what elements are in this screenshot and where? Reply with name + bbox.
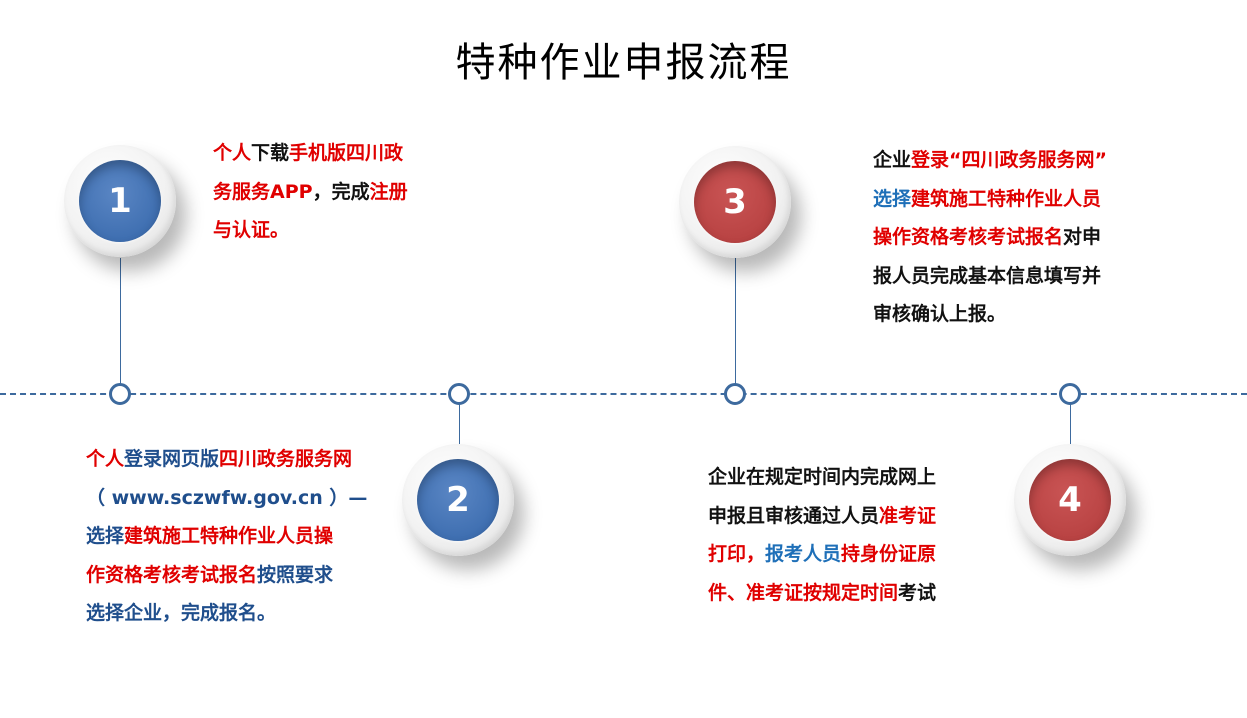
text-segment: 持身份证原	[841, 543, 937, 565]
timeline-node-2	[448, 383, 470, 405]
description-line: 选择建筑施工特种作业人员操	[86, 517, 367, 556]
text-segment: 建筑施工特种作业人员操	[124, 525, 334, 547]
step-number-4: 4	[1029, 459, 1111, 541]
description-line: 与认证。	[213, 211, 408, 250]
text-segment: 考试	[898, 581, 937, 604]
description-line: 选择建筑施工特种作业人员	[873, 180, 1107, 219]
description-line: 选择企业，完成报名。	[86, 594, 367, 633]
text-segment: 下载	[251, 142, 290, 164]
text-segment: 作资格考核考试报名	[86, 563, 258, 586]
text-segment: 按照要求	[257, 563, 334, 586]
text-segment: 个人	[86, 448, 125, 470]
text-segment: 选择	[86, 525, 125, 547]
step-description-1: 个人下载手机版四川政务服务APP，完成注册与认证。	[213, 134, 408, 250]
timeline-node-1	[109, 383, 131, 405]
description-line: 作资格考核考试报名按照要求	[86, 556, 367, 595]
text-segment: 报人员完成基本信息填写并	[873, 264, 1102, 287]
text-segment: 审核确认上报。	[873, 303, 1007, 325]
text-segment: 四川政务服务网	[219, 448, 353, 470]
description-line: 申报且审核通过人员准考证	[708, 497, 936, 536]
text-segment: 务服务APP	[213, 180, 313, 203]
description-line: 报人员完成基本信息填写并	[873, 257, 1107, 296]
description-line: （ www.sczwfw.gov.cn ）—	[86, 479, 367, 518]
description-line: 个人下载手机版四川政	[213, 134, 408, 173]
text-segment: 报考人员	[765, 543, 842, 565]
timeline-node-4	[1059, 383, 1081, 405]
description-line: 个人登录网页版四川政务服务网	[86, 440, 367, 479]
step-number-2: 2	[417, 459, 499, 541]
page-title: 特种作业申报流程	[455, 40, 792, 86]
text-segment: 选择企业，完成报名。	[86, 602, 277, 624]
description-line: 打印，报考人员持身份证原	[708, 535, 936, 574]
text-segment: 准考证	[879, 504, 937, 527]
timeline-node-3	[724, 383, 746, 405]
description-line: 操作资格考核考试报名对申	[873, 218, 1107, 257]
connector-step-2	[459, 404, 460, 444]
step-description-4: 企业在规定时间内完成网上申报且审核通过人员准考证打印，报考人员持身份证原件、准考…	[708, 458, 936, 612]
text-segment: 选择	[873, 187, 912, 210]
timeline-dashed-line	[0, 393, 1247, 395]
description-line: 企业在规定时间内完成网上	[708, 458, 936, 497]
text-segment: 手机版四川政	[289, 142, 404, 164]
step-number-1: 1	[79, 160, 161, 242]
text-segment: 登录“四川政务服务网”	[911, 149, 1107, 171]
text-segment: 建筑施工特种作业人员	[911, 187, 1102, 210]
description-line: 件、准考证按规定时间考试	[708, 574, 936, 613]
text-segment: 打印，	[708, 543, 766, 565]
text-segment: ，完成	[312, 180, 370, 203]
step-description-3: 企业登录“四川政务服务网”选择建筑施工特种作业人员操作资格考核考试报名对申报人员…	[873, 141, 1107, 334]
step-badge-2: 2	[402, 444, 514, 556]
step-number-3: 3	[694, 161, 776, 243]
text-segment: 登录网页版	[124, 448, 220, 470]
text-segment: 企业	[873, 149, 912, 171]
text-segment: 与认证。	[213, 219, 290, 241]
text-segment: 个人	[213, 142, 252, 164]
text-segment: 件、准考证按规定时间	[708, 581, 899, 604]
step-badge-4: 4	[1014, 444, 1126, 556]
description-line: 务服务APP，完成注册	[213, 173, 408, 212]
text-segment: 企业在规定时间内完成网上	[708, 466, 937, 488]
description-line: 审核确认上报。	[873, 295, 1107, 334]
step-badge-1: 1	[64, 145, 176, 257]
connector-step-1	[120, 258, 121, 384]
connector-step-3	[735, 258, 736, 384]
text-segment: （ www.sczwfw.gov.cn ）—	[86, 486, 368, 509]
text-segment: 申报且审核通过人员	[708, 504, 880, 527]
description-line: 企业登录“四川政务服务网”	[873, 141, 1107, 180]
step-description-2: 个人登录网页版四川政务服务网 （ www.sczwfw.gov.cn ）— 选择建筑…	[86, 440, 367, 633]
text-segment: 操作资格考核考试报名	[873, 226, 1064, 248]
text-segment: 注册	[369, 180, 408, 203]
connector-step-4	[1070, 404, 1071, 444]
text-segment: 对申	[1063, 226, 1102, 248]
step-badge-3: 3	[679, 146, 791, 258]
